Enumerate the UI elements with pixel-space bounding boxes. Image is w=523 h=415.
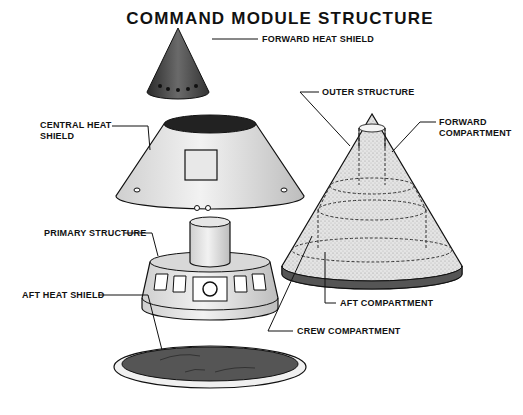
part-label: OUTER STRUCTURE (322, 87, 415, 98)
part-label: FORWARD COMPARTMENT (439, 117, 517, 139)
primary-structure (142, 217, 278, 320)
leader-lines (98, 39, 436, 350)
part-label: CREW COMPARTMENT (297, 326, 401, 337)
part-label: CENTRAL HEAT SHIELD (40, 120, 112, 142)
assembled-module (282, 114, 462, 289)
part-label: PRIMARY STRUCTURE (44, 228, 146, 239)
diagram-title: COMMAND MODULE STRUCTURE (40, 9, 520, 29)
forward-heat-shield (147, 28, 209, 99)
part-label: AFT COMPARTMENT (340, 298, 433, 309)
central-heat-shield (116, 115, 304, 211)
part-label: AFT HEAT SHIELD (22, 290, 104, 301)
aft-heat-shield (114, 346, 306, 388)
part-label: FORWARD HEAT SHIELD (262, 34, 374, 45)
